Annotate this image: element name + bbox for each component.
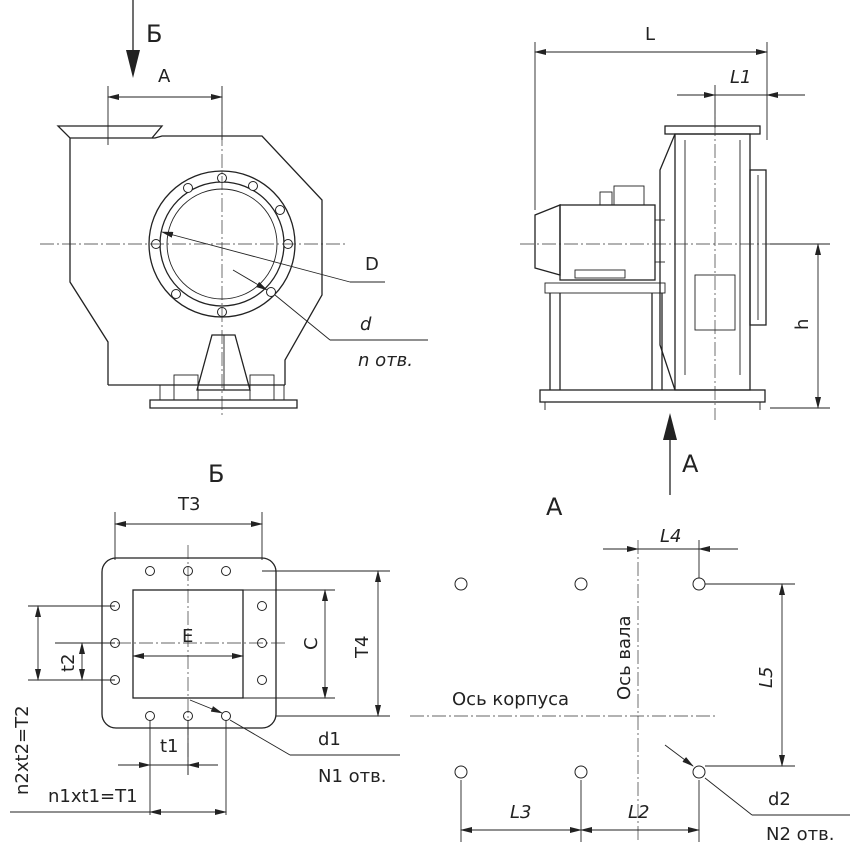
anchor-hole xyxy=(692,577,706,591)
view-b: Б T3 E C xyxy=(10,460,400,815)
bolt-hole xyxy=(275,205,285,215)
dim-c-label: C xyxy=(301,637,322,650)
inlet-flange xyxy=(56,125,164,139)
bolt-hole xyxy=(171,289,181,299)
frame-top xyxy=(544,282,666,294)
anchor-hole xyxy=(454,577,468,591)
leader-d-big xyxy=(161,231,351,283)
dim-e-label: E xyxy=(182,626,193,647)
housing-right xyxy=(152,135,323,385)
dim-t1-label: t1 xyxy=(160,736,179,757)
side-outlet-flange xyxy=(664,125,761,135)
dim-t2-label: t2 xyxy=(58,653,79,672)
bolt-hole xyxy=(266,287,276,297)
base-block-left xyxy=(173,374,199,401)
dim-l5-label: L5 xyxy=(756,667,777,688)
front-view: Б А xyxy=(40,0,428,415)
inlet-flange-side xyxy=(749,169,767,326)
view-a: А Ось вала Ось корпуса L4 L5 L3 xyxy=(410,493,850,845)
leader-d-small xyxy=(274,294,331,341)
leader-d2-in xyxy=(664,744,694,767)
view-arrow-b-head xyxy=(126,50,140,78)
dim-l4-label: L4 xyxy=(660,526,681,547)
leader-d1 xyxy=(229,719,291,756)
view-arrow-a-head xyxy=(663,413,677,440)
dim-n1t1-label: n1xt1=T1 xyxy=(48,786,138,807)
anchor-hole xyxy=(574,765,588,779)
leader-d1-in xyxy=(189,699,223,714)
housing-left xyxy=(69,138,109,385)
bolt-hole xyxy=(257,601,267,611)
anchor-hole xyxy=(692,765,706,779)
dim-t3-label: T3 xyxy=(177,494,200,515)
dim-l2-label: L2 xyxy=(628,802,649,823)
side-base xyxy=(539,389,766,403)
dim-a-label: А xyxy=(158,66,171,87)
view-arrow-a-label: А xyxy=(682,450,699,478)
view-a-holes xyxy=(454,577,706,779)
dim-l1-label: L1 xyxy=(730,67,751,88)
motor-body xyxy=(559,204,656,281)
motor-end xyxy=(534,204,561,276)
support-pedestal xyxy=(196,334,251,391)
view-b-title: Б xyxy=(208,460,224,488)
axis-housing-label: Ось корпуса xyxy=(452,689,569,710)
motor-box-small xyxy=(599,191,613,206)
bolt-hole xyxy=(221,711,231,721)
dim-n2t2-label: n2xt2=T2 xyxy=(12,705,33,795)
leader-d-small-in xyxy=(232,269,268,291)
bolt-hole xyxy=(248,181,258,191)
dim-d2-label: d2 xyxy=(768,789,791,810)
bolt-hole xyxy=(221,566,231,576)
dim-d-small-label: d xyxy=(360,314,372,335)
dim-h-label: h xyxy=(792,319,813,330)
dim-t4-label: T4 xyxy=(352,636,373,659)
dim-l-label: L xyxy=(645,24,655,45)
motor-foot xyxy=(574,269,626,279)
bolt-hole xyxy=(183,183,193,193)
view-arrow-b-label: Б xyxy=(146,20,162,48)
leader-d2 xyxy=(704,777,753,816)
base-block-right xyxy=(249,374,275,401)
bolt-hole xyxy=(145,711,155,721)
motor-terminal-box xyxy=(613,185,645,206)
side-view: L L1 xyxy=(520,24,830,495)
dim-d-big-label: D xyxy=(365,254,379,275)
fan-housing-curve xyxy=(659,133,676,391)
bolt-hole xyxy=(257,675,267,685)
dim-d1-label: d1 xyxy=(318,729,341,750)
n2-holes-label: N2 отв. xyxy=(766,824,834,845)
anchor-hole xyxy=(574,577,588,591)
view-a-title: А xyxy=(546,493,563,521)
fan-housing xyxy=(674,133,751,391)
bolt-hole xyxy=(145,566,155,576)
axis-shaft-label: Ось вала xyxy=(614,615,635,700)
n1-holes-label: N1 отв. xyxy=(318,766,386,787)
dim-l3-label: L3 xyxy=(510,802,531,823)
n-holes-label: n отв. xyxy=(358,350,413,371)
base-plate xyxy=(149,399,298,409)
anchor-hole xyxy=(454,765,468,779)
